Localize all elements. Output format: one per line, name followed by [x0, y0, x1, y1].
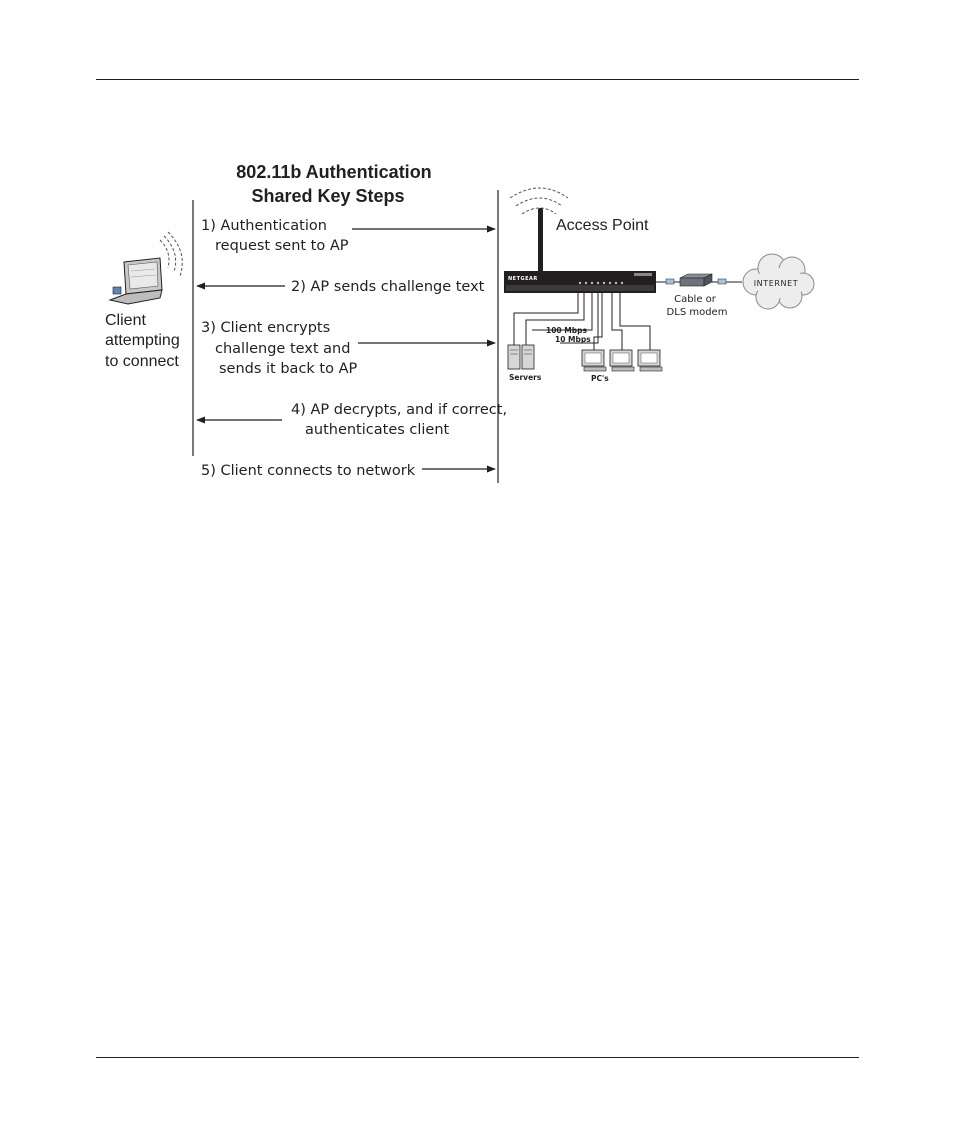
header-rule — [96, 79, 859, 80]
internet-cloud-icon — [742, 253, 815, 310]
step-3-text-line3: sends it back to AP — [219, 361, 358, 377]
speed-label-100: 100 Mbps — [546, 326, 587, 335]
internet-label: INTERNET — [754, 279, 799, 288]
servers-label: Servers — [509, 373, 542, 382]
step-4-text-line1: 4) AP decrypts, and if correct, — [291, 402, 507, 418]
diagram-title-line2: Shared Key Steps — [251, 186, 404, 206]
modem-label-line1: Cable or — [674, 294, 717, 305]
modem-connector-right — [717, 278, 727, 285]
router-icon — [504, 271, 656, 293]
step-3-text-line1: 3) Client encrypts — [201, 320, 330, 336]
pc-icon-2 — [609, 349, 635, 372]
servers-icon — [507, 344, 535, 370]
laptop-icon — [108, 231, 183, 305]
antenna-icon — [509, 187, 569, 272]
pcs-label: PC's — [591, 374, 609, 383]
step-4-text-line2: authenticates client — [305, 422, 450, 438]
access-point-label: Access Point — [556, 217, 649, 234]
modem-icon — [679, 273, 713, 287]
client-label-line1: Client — [105, 312, 146, 329]
step-2-text: 2) AP sends challenge text — [291, 279, 485, 295]
client-label-line2: attempting — [105, 332, 180, 349]
step-1-text-line2: request sent to AP — [215, 238, 349, 254]
modem-connector-left — [665, 278, 675, 285]
step-5-text: 5) Client connects to network — [201, 463, 416, 479]
modem-label-line2: DLS modem — [667, 307, 728, 318]
router-brand: NETGEAR — [508, 276, 538, 282]
step-3-text-line2: challenge text and — [215, 341, 350, 357]
pc-icon-1 — [581, 349, 607, 372]
step-1-text-line1: 1) Authentication — [201, 218, 327, 234]
client-label-line3: to connect — [105, 353, 179, 370]
pc-icon-3 — [637, 349, 663, 372]
footer-rule — [96, 1057, 859, 1058]
lan-cables — [513, 293, 651, 350]
diagram-title-line1: 802.11b Authentication — [236, 162, 431, 182]
speed-label-10: 10 Mbps — [555, 335, 591, 344]
